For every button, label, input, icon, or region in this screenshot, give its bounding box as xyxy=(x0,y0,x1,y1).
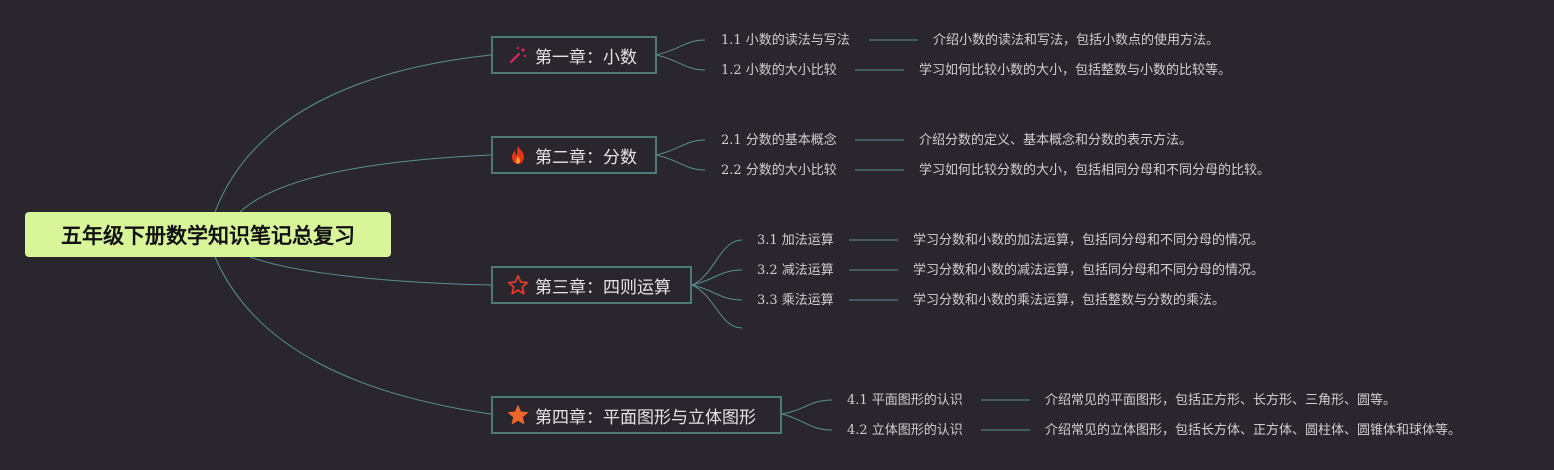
connector-ch3-t4 xyxy=(691,284,743,329)
chapter-title: 第四章：平面图形与立体图形 xyxy=(535,407,756,428)
chapter-title: 第一章：小数 xyxy=(535,47,637,68)
topic-1-1[interactable]: 1.1 小数的读法与写法 xyxy=(721,33,850,48)
topic-1-2[interactable]: 1.2 小数的大小比较 xyxy=(721,63,837,78)
topic-3-1[interactable]: 3.1 加法运算 xyxy=(757,233,834,248)
chapter-node-4[interactable]: 第四章：平面图形与立体图形 xyxy=(491,396,782,434)
root-node[interactable]: 五年级下册数学知识笔记总复习 xyxy=(25,212,391,257)
connector-ch1-t2 xyxy=(655,54,706,71)
connector-ch3-t1 xyxy=(691,239,743,286)
magic-wand-icon xyxy=(507,44,529,66)
topic-4-1-desc[interactable]: 介绍常见的平面图形，包括正方形、长方形、三角形、圆等。 xyxy=(1045,393,1397,408)
connector-root-ch1 xyxy=(214,54,492,213)
chapter-title: 第二章：分数 xyxy=(535,147,637,168)
chapter-node-3[interactable]: 第三章：四则运算 xyxy=(491,266,692,304)
topic-3-2[interactable]: 3.2 减法运算 xyxy=(757,263,834,278)
connector-root-ch4 xyxy=(214,256,492,415)
topic-2-1[interactable]: 2.1 分数的基本概念 xyxy=(721,133,837,148)
topic-4-2[interactable]: 4.2 立体图形的认识 xyxy=(847,423,963,438)
topic-4-2-desc[interactable]: 介绍常见的立体图形，包括长方体、正方体、圆柱体、圆锥体和球体等。 xyxy=(1045,423,1462,438)
connector-ch4-t2 xyxy=(781,413,833,431)
chapter-node-1[interactable]: 第一章：小数 xyxy=(491,36,657,74)
topic-1-2-desc[interactable]: 学习如何比较小数的大小，包括整数与小数的比较等。 xyxy=(919,63,1232,78)
chapter-node-2[interactable]: 第二章：分数 xyxy=(491,136,657,174)
star-outline-icon xyxy=(507,274,529,296)
topic-3-1-desc[interactable]: 学习分数和小数的加法运算，包括同分母和不同分母的情况。 xyxy=(913,233,1265,248)
root-title: 五年级下册数学知识笔记总复习 xyxy=(61,223,355,248)
star-filled-icon xyxy=(507,404,529,426)
connector-ch1-t1 xyxy=(655,39,706,56)
topic-2-1-desc[interactable]: 介绍分数的定义、基本概念和分数的表示方法。 xyxy=(919,133,1193,148)
connector-ch4-t1 xyxy=(781,399,833,415)
topic-2-2-desc[interactable]: 学习如何比较分数的大小，包括相同分母和不同分母的比较。 xyxy=(919,163,1271,178)
topic-4-1[interactable]: 4.1 平面图形的认识 xyxy=(847,393,963,408)
chapter-title: 第三章：四则运算 xyxy=(535,277,671,298)
topic-3-2-desc[interactable]: 学习分数和小数的减法运算，包括同分母和不同分母的情况。 xyxy=(913,263,1265,278)
connector-root-ch3 xyxy=(249,256,492,286)
topic-3-3-desc[interactable]: 学习分数和小数的乘法运算，包括整数与分数的乘法。 xyxy=(913,293,1226,308)
connector-ch3-t2 xyxy=(691,269,743,286)
connector-ch3-t3 xyxy=(691,284,743,301)
topic-3-3[interactable]: 3.3 乘法运算 xyxy=(757,293,834,308)
connector-root-ch2 xyxy=(239,154,492,213)
connector-ch2-t2 xyxy=(655,154,706,171)
fire-icon xyxy=(507,144,529,166)
topic-2-2[interactable]: 2.2 分数的大小比较 xyxy=(721,163,837,178)
topic-1-1-desc[interactable]: 介绍小数的读法和写法，包括小数点的使用方法。 xyxy=(933,33,1220,48)
connector-ch2-t1 xyxy=(655,139,706,156)
